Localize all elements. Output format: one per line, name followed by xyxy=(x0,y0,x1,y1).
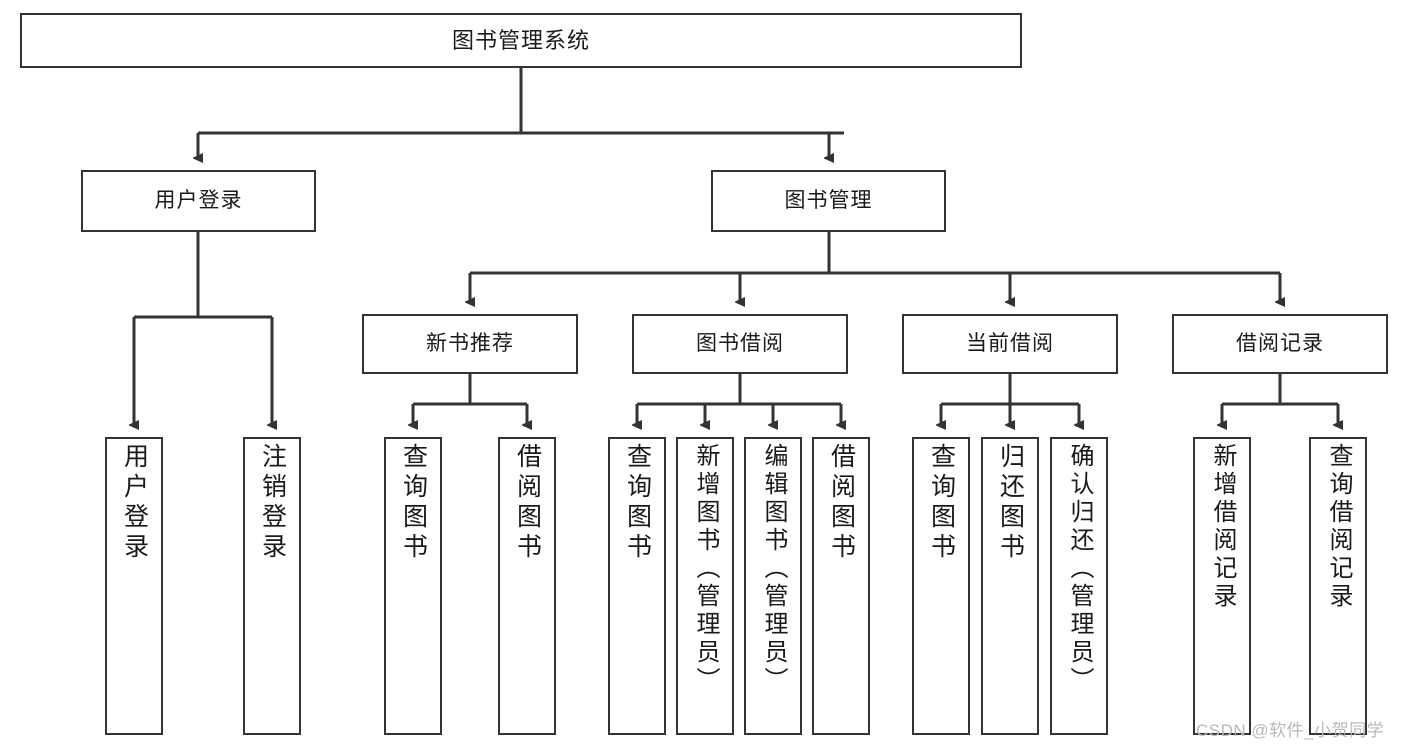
node-label: 编辑图书（管理员） xyxy=(760,443,787,695)
node-leaf-borrow-book-recommend[interactable]: 借阅图书 xyxy=(498,437,556,735)
node-leaf-add-book-admin[interactable]: 新增图书（管理员） xyxy=(676,437,734,735)
node-label: 图书管理系统 xyxy=(451,27,590,53)
node-leaf-query-borrow-record[interactable]: 查询借阅记录 xyxy=(1309,437,1367,735)
node-label: 新书推荐 xyxy=(426,331,514,355)
node-branch-book-management[interactable]: 图书管理 xyxy=(711,170,946,232)
node-label: 查询图书 xyxy=(623,443,652,563)
node-label: 图书管理 xyxy=(784,188,873,212)
node-label: 查询图书 xyxy=(399,443,428,563)
node-label: 图书借阅 xyxy=(696,331,784,355)
node-label: 用户登录 xyxy=(120,443,149,563)
node-label: 注销登录 xyxy=(258,443,287,563)
node-branch-user-login[interactable]: 用户登录 xyxy=(81,170,316,232)
node-sub-borrow-record[interactable]: 借阅记录 xyxy=(1172,314,1388,374)
node-leaf-logout[interactable]: 注销登录 xyxy=(243,437,301,735)
node-leaf-query-book-current[interactable]: 查询图书 xyxy=(912,437,970,735)
node-leaf-confirm-return-admin[interactable]: 确认归还（管理员） xyxy=(1050,437,1108,735)
node-label: 用户登录 xyxy=(154,188,243,212)
node-leaf-add-borrow-record[interactable]: 新增借阅记录 xyxy=(1193,437,1251,735)
node-label: 借阅图书 xyxy=(513,443,542,563)
node-sub-book-borrow[interactable]: 图书借阅 xyxy=(632,314,848,374)
node-sub-new-book-recommend[interactable]: 新书推荐 xyxy=(362,314,578,374)
node-label: 借阅图书 xyxy=(827,443,856,563)
node-leaf-user-login[interactable]: 用户登录 xyxy=(105,437,163,735)
node-leaf-borrow-book[interactable]: 借阅图书 xyxy=(812,437,870,735)
node-label: 查询图书 xyxy=(927,443,956,563)
node-label: 当前借阅 xyxy=(966,331,1054,355)
node-root-system[interactable]: 图书管理系统 xyxy=(20,13,1022,68)
node-label: 借阅记录 xyxy=(1236,331,1324,355)
node-label: 新增图书（管理员） xyxy=(692,443,719,695)
node-leaf-return-book[interactable]: 归还图书 xyxy=(981,437,1039,735)
node-sub-current-borrow[interactable]: 当前借阅 xyxy=(902,314,1118,374)
node-leaf-query-book-recommend[interactable]: 查询图书 xyxy=(384,437,442,735)
node-label: 确认归还（管理员） xyxy=(1066,443,1093,695)
csdn-watermark: CSDN @软件_小贺同学 xyxy=(1196,721,1385,740)
node-label: 归还图书 xyxy=(996,443,1025,563)
node-leaf-edit-book-admin[interactable]: 编辑图书（管理员） xyxy=(744,437,802,735)
node-label: 新增借阅记录 xyxy=(1209,443,1236,611)
node-label: 查询借阅记录 xyxy=(1325,443,1352,611)
node-leaf-query-book-borrow[interactable]: 查询图书 xyxy=(608,437,666,735)
